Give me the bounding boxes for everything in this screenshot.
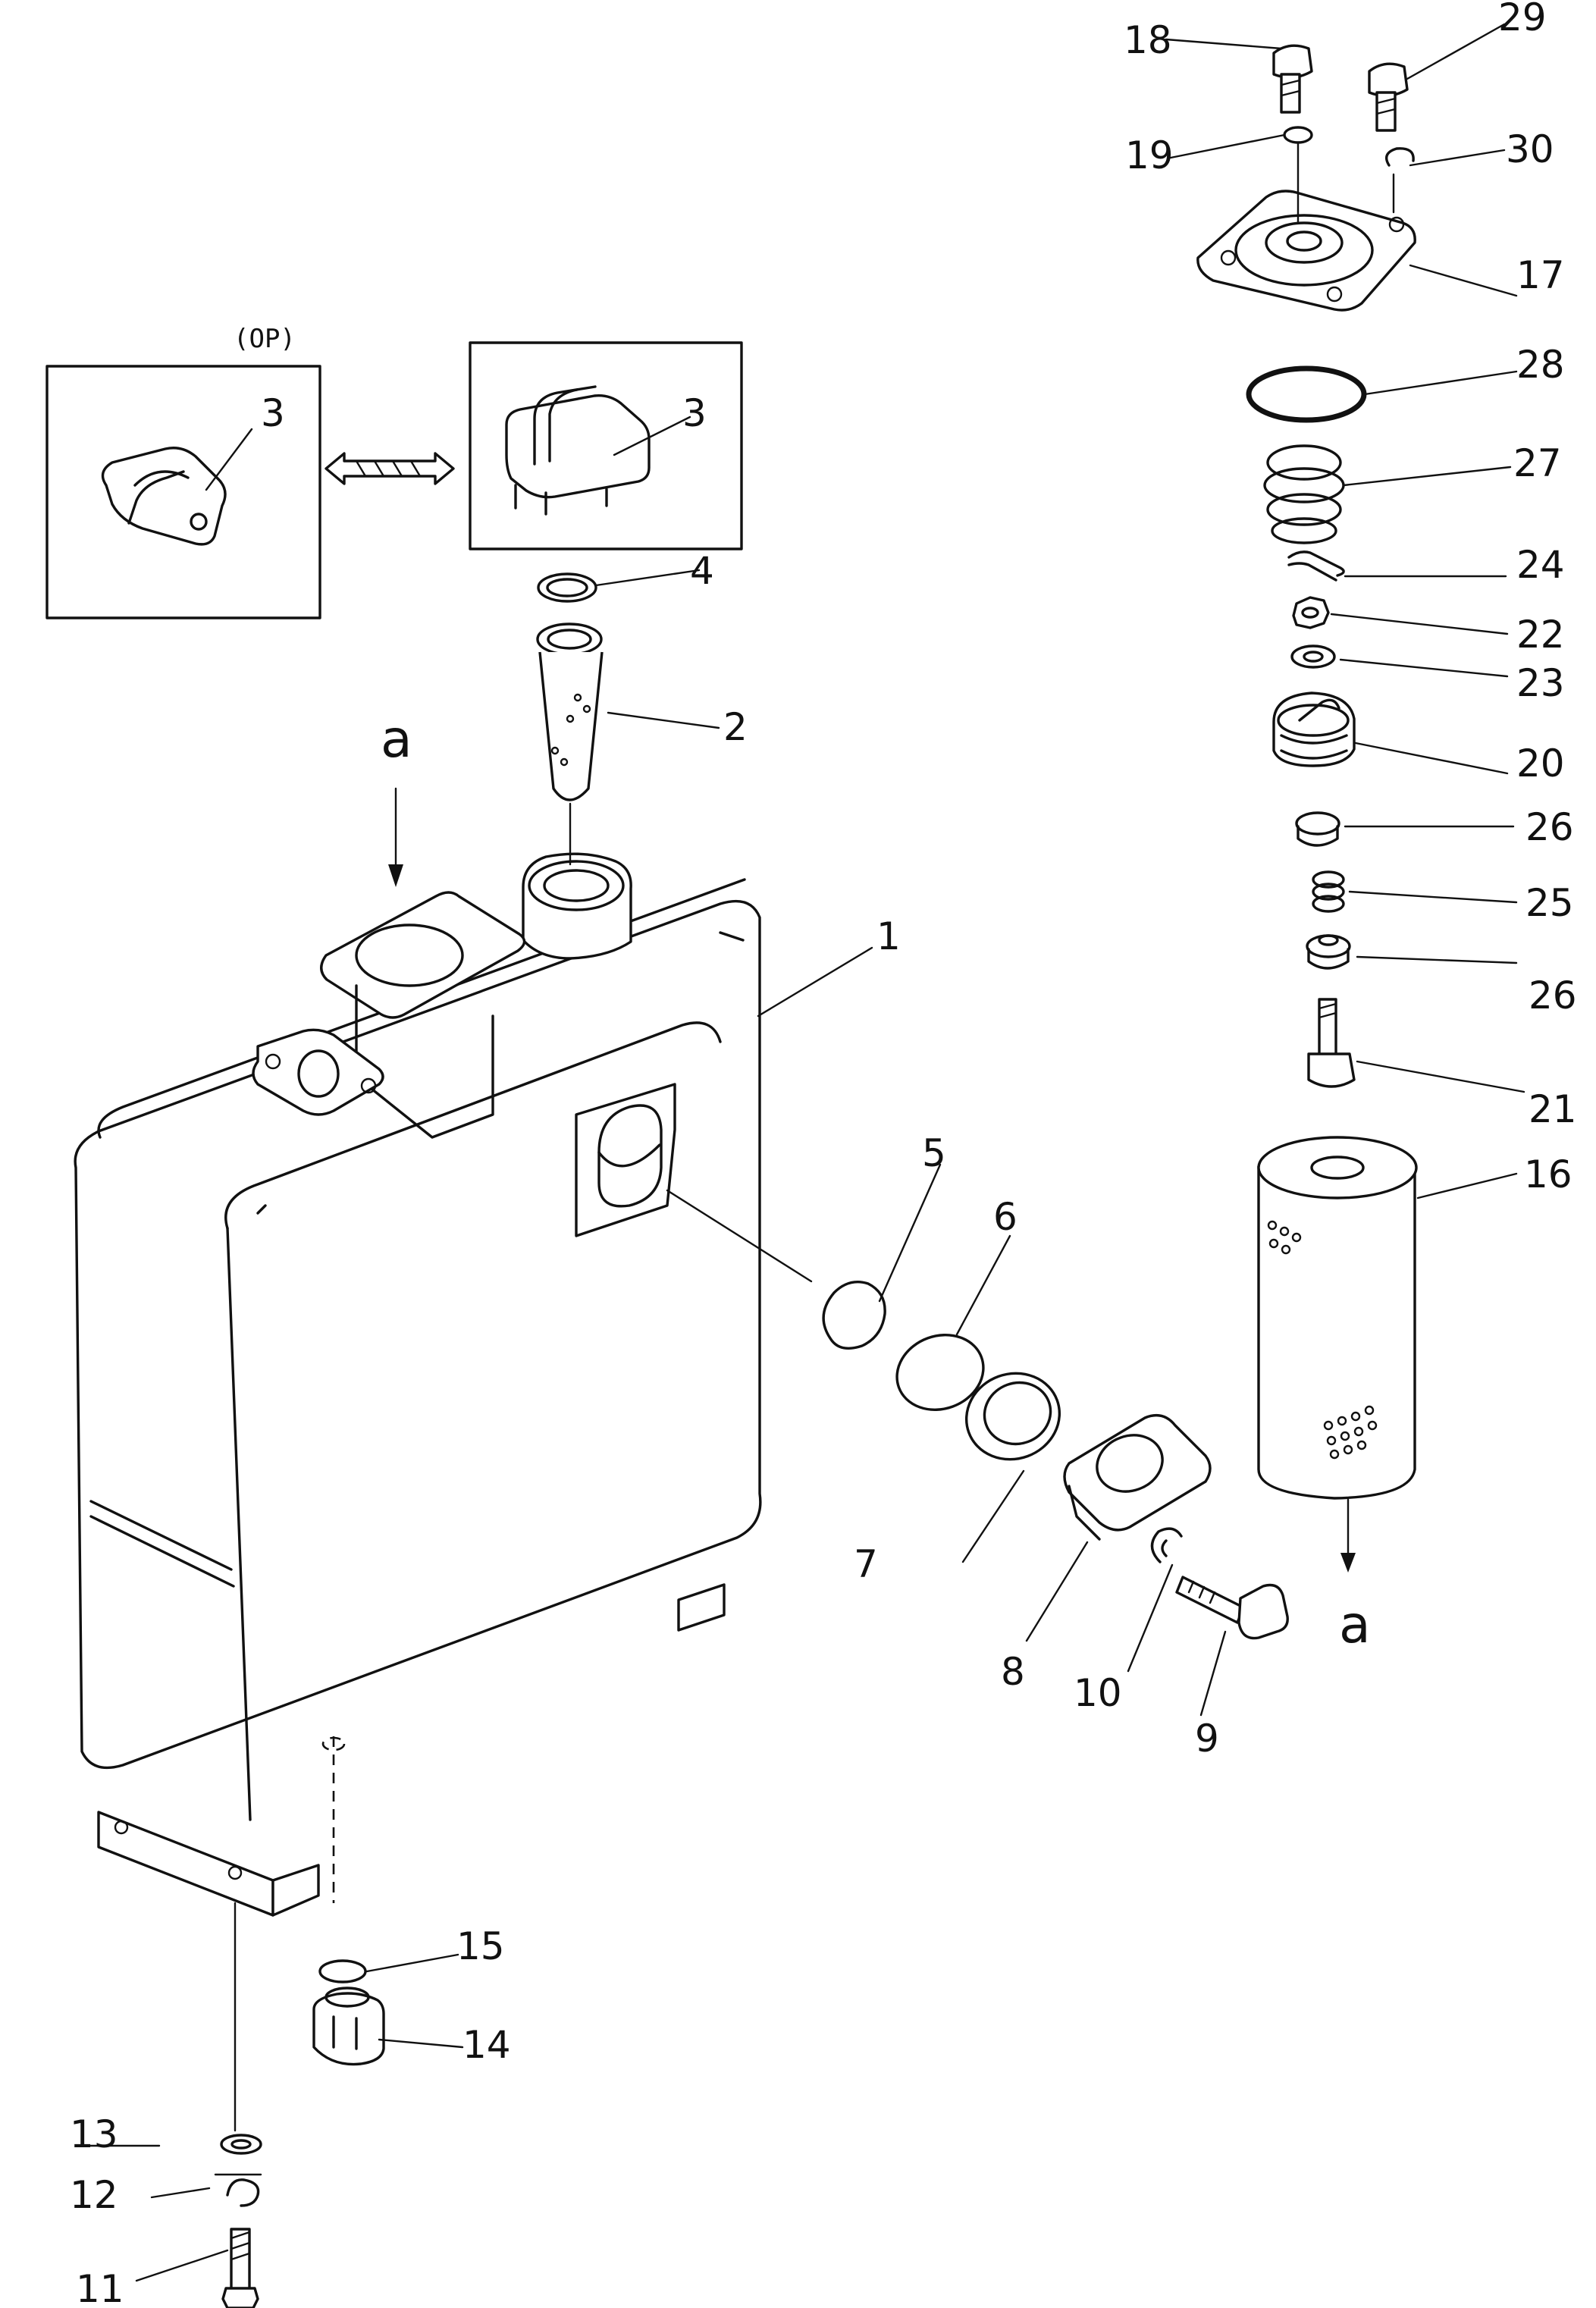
callout-30: 30 (1506, 127, 1554, 171)
breather-cap-standard (505, 385, 651, 516)
washer-10 (1150, 1527, 1183, 1563)
spring-27 (1263, 444, 1345, 544)
callout-14: 14 (462, 2023, 511, 2067)
o-ring-28 (1246, 365, 1367, 423)
callout-23: 23 (1516, 661, 1565, 705)
bolt-11 (221, 2228, 259, 2308)
callout-28: 28 (1516, 343, 1565, 387)
filter-element-16 (1257, 1136, 1418, 1500)
view-marker-top: a (381, 710, 412, 887)
callout-7: 7 (854, 1542, 878, 1586)
interchangeable-arrow (325, 452, 455, 485)
option-label: (OP) (234, 324, 296, 354)
washer-23 (1290, 644, 1336, 669)
callout-3-standard: 3 (682, 391, 707, 435)
callout-25: 25 (1525, 881, 1574, 925)
callout-29: 29 (1498, 0, 1547, 39)
view-marker-bottom: a (1339, 1498, 1371, 1655)
valve-body-20 (1272, 691, 1356, 767)
callout-22: 22 (1516, 613, 1565, 657)
seal-6 (895, 1334, 985, 1411)
drain-plug-14 (312, 1987, 385, 2066)
flange-8 (1063, 1414, 1212, 1541)
valve-seat-26-lower (1306, 934, 1351, 970)
o-ring-15 (318, 1959, 367, 1983)
valve-seat-26-upper (1295, 811, 1340, 847)
callout-5: 5 (922, 1131, 946, 1175)
option-cap-box: (OP) (45, 324, 321, 619)
callout-15: 15 (456, 1924, 505, 1968)
washer-30 (1385, 147, 1415, 167)
callout-4: 4 (690, 549, 714, 593)
callout-26-upper: 26 (1525, 805, 1574, 849)
callout-labels: 1 2 3 3 4 5 6 7 8 9 10 11 12 13 14 15 16… (70, 0, 1577, 2308)
callout-6: 6 (993, 1195, 1017, 1239)
callout-19: 19 (1125, 133, 1174, 177)
cotter-pin-24 (1287, 550, 1345, 582)
o-ring-4 (537, 572, 597, 603)
callout-12: 12 (70, 2173, 118, 2217)
cover-17 (1196, 141, 1416, 312)
spring-25 (1312, 870, 1345, 913)
callout-3-option: 3 (261, 391, 285, 435)
callout-13: 13 (70, 2112, 118, 2156)
callout-1: 1 (876, 914, 901, 958)
callout-2: 2 (723, 705, 748, 749)
callout-11: 11 (76, 2267, 124, 2308)
svg-text:a: a (381, 710, 412, 770)
callout-26-lower: 26 (1529, 974, 1577, 1018)
svg-text:a: a (1339, 1595, 1371, 1655)
callout-8: 8 (1001, 1650, 1025, 1694)
bolt-18 (1272, 44, 1313, 114)
standard-cap-box (469, 341, 743, 550)
leader-lines (89, 23, 1525, 2282)
washer-13 (220, 2134, 262, 2155)
nut-22 (1292, 596, 1330, 629)
callout-20: 20 (1516, 742, 1565, 786)
callout-27: 27 (1513, 441, 1562, 485)
stud-21 (1307, 998, 1356, 1088)
filler-strainer (536, 622, 604, 866)
callout-21: 21 (1529, 1087, 1577, 1131)
gasket-5 (822, 1281, 886, 1350)
callout-10: 10 (1074, 1671, 1122, 1715)
callout-17: 17 (1516, 253, 1565, 297)
o-ring-19 (1283, 126, 1313, 144)
bolt-9 (1175, 1576, 1289, 1640)
callout-9: 9 (1195, 1717, 1219, 1761)
bolt-29 (1368, 62, 1409, 132)
collar-7 (964, 1372, 1061, 1461)
callout-18: 18 (1124, 18, 1172, 62)
hydraulic-tank (74, 852, 762, 1917)
callout-16: 16 (1524, 1152, 1572, 1196)
spring-washer-12 (226, 2178, 260, 2207)
breather-cap-option (101, 447, 227, 546)
callout-24: 24 (1516, 543, 1565, 587)
